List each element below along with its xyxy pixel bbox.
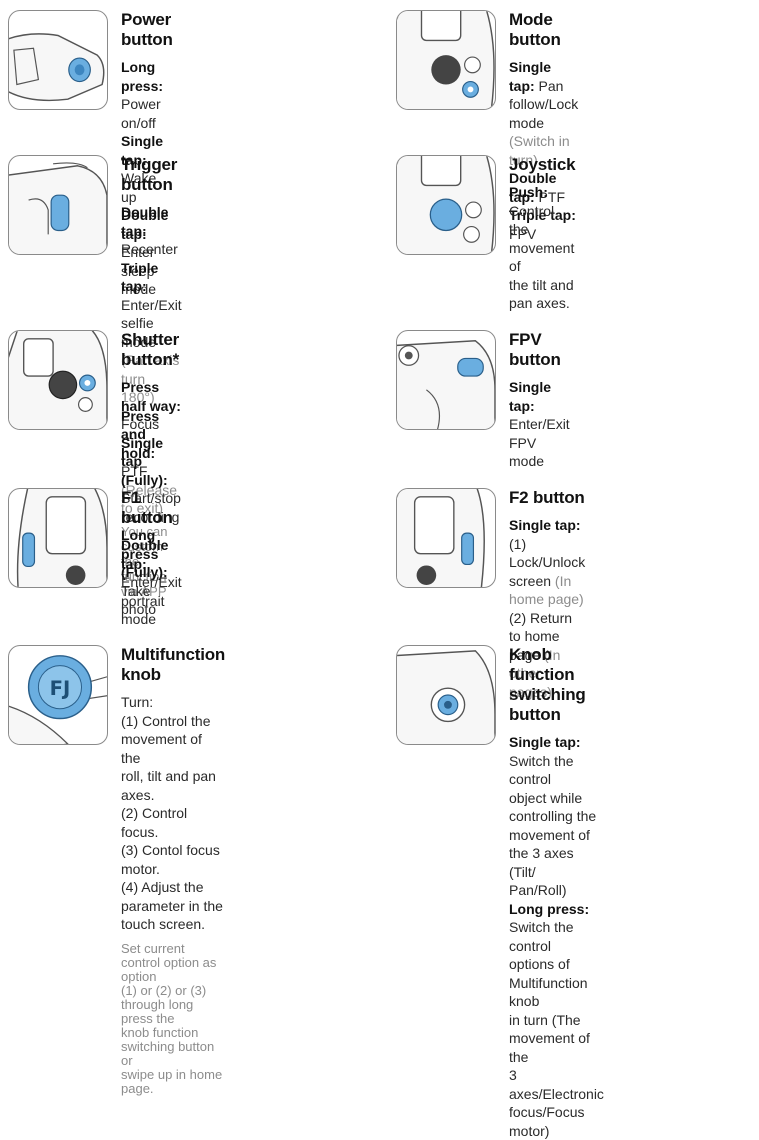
fpv-button-illustration — [396, 330, 496, 430]
knob-note: Set current control option as option (1)… — [121, 942, 225, 1096]
f2-line-2b: home page) — [509, 590, 585, 609]
knob-switch-line-2b: options of Multifunction knob — [509, 955, 604, 1011]
power-button-illustration — [8, 10, 108, 110]
power-title: Power button — [121, 10, 173, 50]
joystick-line-1b: the tilt and pan axes. — [509, 276, 575, 313]
fpv-line-1: Single tap: Enter/Exit FPV mode — [509, 378, 570, 471]
f1-button-illustration — [8, 488, 108, 588]
knob-line-4: (3) Contol focus motor. — [121, 841, 225, 878]
knob-switch-line-1: Single tap: Switch the control — [509, 733, 604, 789]
knob-switch-line-2d: 3 axes/Electronic focus/Focus — [509, 1066, 604, 1122]
knob-switch-line-2e: motor) — [509, 1122, 604, 1140]
power-line-1: Long press: Power on/off — [121, 58, 173, 132]
f1-line-1: Double tap: Enter/Exit portrait — [121, 536, 182, 610]
knob-line-5: (4) Adjust the parameter in the — [121, 878, 225, 915]
knob-switch-line-1c: movement of the 3 axes (Tilt/ — [509, 826, 604, 882]
knob-switch-line-1b: object while controlling the — [509, 789, 604, 826]
knob-title: Multifunction knob — [121, 645, 225, 685]
f2-line-2: (1) Lock/Unlock screen (In — [509, 535, 585, 591]
f2-line-1: Single tap: — [509, 516, 585, 535]
joystick-line-1: Push: Control the movement of — [509, 183, 575, 276]
mode-line-1: Single tap: Pan follow/Lock — [509, 58, 578, 114]
f1-line-1b: mode — [121, 610, 182, 629]
knob-line-1: Turn: — [121, 693, 225, 712]
knob-switch-title-2: button — [509, 705, 604, 725]
knob-line-5b: touch screen. — [121, 915, 225, 934]
trigger-button-illustration — [8, 155, 108, 255]
knob-line-3: (2) Control focus. — [121, 804, 225, 841]
f1-title: F1 button — [121, 488, 182, 528]
knob-switch-button-illustration — [396, 645, 496, 745]
knob-switch-title-1: Knob function switching — [509, 645, 604, 705]
multifunction-knob-illustration: FJ — [8, 645, 108, 745]
trigger-title: Trigger button — [121, 155, 182, 195]
svg-text:FJ: FJ — [50, 677, 71, 700]
knob-switch-line-2c: in turn (The movement of the — [509, 1011, 604, 1067]
f2-title: F2 button — [509, 488, 585, 508]
joystick-title: Joystick — [509, 155, 575, 175]
mode-button-illustration — [396, 10, 496, 110]
mode-title: Mode button — [509, 10, 578, 50]
shutter-line-1: Press half way: Focus — [121, 378, 181, 434]
trigger-line-1: Double tap: Recenter — [121, 203, 182, 259]
shutter-title: Shutter button* — [121, 330, 181, 370]
knob-line-2: (1) Control the movement of the — [121, 712, 225, 768]
knob-line-2b: roll, tilt and pan axes. — [121, 767, 225, 804]
shutter-button-illustration — [8, 330, 108, 430]
knob-switch-line-1d: Pan/Roll) — [509, 881, 604, 900]
joystick-illustration — [396, 155, 496, 255]
knob-switch-line-2: Long press: Switch the control — [509, 900, 604, 956]
fpv-title: FPV button — [509, 330, 570, 370]
f2-button-illustration — [396, 488, 496, 588]
